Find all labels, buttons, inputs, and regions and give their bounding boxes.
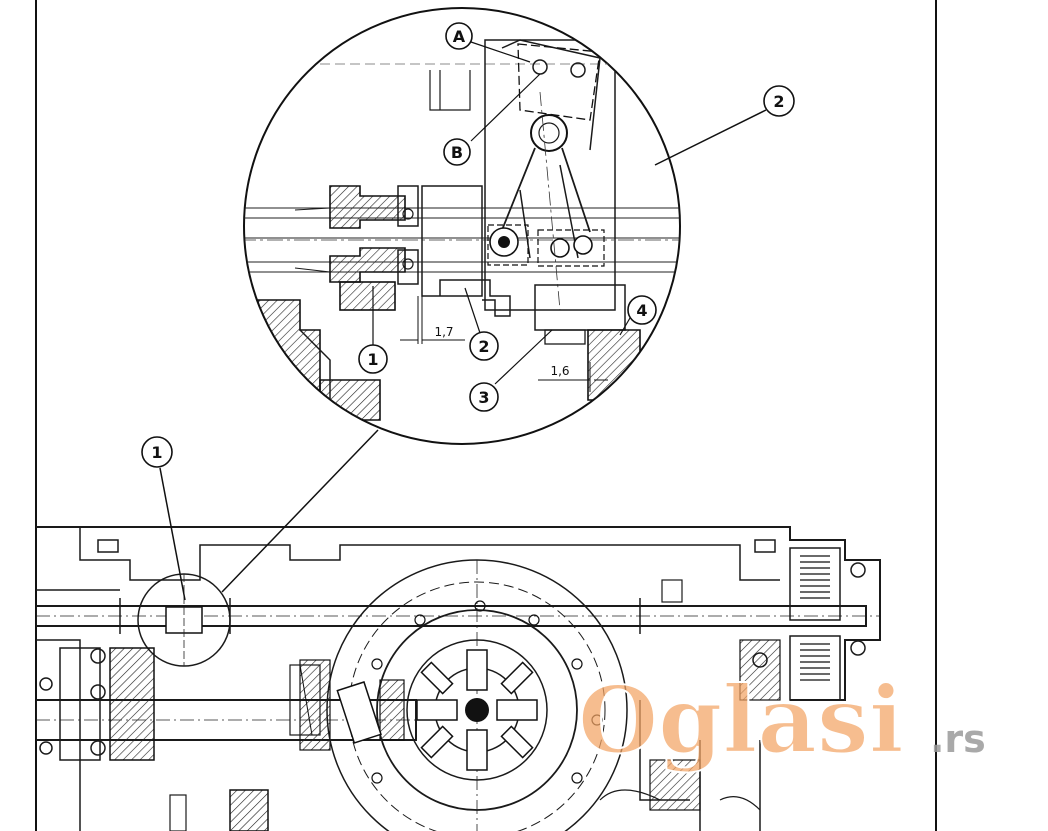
- callout-1-leader: [159, 467, 186, 601]
- callout-main-2: 2: [763, 85, 795, 117]
- callout-b: B: [443, 138, 471, 166]
- callout-detail-3-label: 3: [478, 388, 489, 407]
- callout-a-label: A: [453, 27, 466, 46]
- callout-detail-1-label: 1: [367, 350, 378, 369]
- callout-b-label: B: [451, 143, 463, 162]
- page-frame: [35, 0, 937, 831]
- dimension-label-gap-b: 1,6: [550, 364, 569, 378]
- detail-view: [243, 7, 681, 445]
- callout-main-1-label: 1: [151, 443, 162, 462]
- watermark-tld: .rs: [930, 717, 986, 761]
- callout-detail-3: 3: [469, 382, 499, 412]
- callout-main-2-label: 2: [773, 92, 784, 111]
- callout-detail-2: 2: [469, 331, 499, 361]
- callout-detail-4-label: 4: [636, 301, 647, 320]
- callout-detail-4: 4: [627, 295, 657, 325]
- callout-detail-2-label: 2: [478, 337, 489, 356]
- callout-2-leader: [654, 109, 767, 166]
- watermark: Oglasi .rs: [577, 665, 986, 775]
- dimension-label-gap-a: 1,7: [434, 325, 453, 339]
- callout-detail-1: 1: [358, 344, 388, 374]
- callout-a: A: [445, 22, 473, 50]
- gearbox-assembly: [36, 526, 881, 831]
- detail-leader-line: [221, 429, 379, 593]
- watermark-brand: Oglasi: [578, 666, 904, 774]
- callout-main-1: 1: [141, 436, 173, 468]
